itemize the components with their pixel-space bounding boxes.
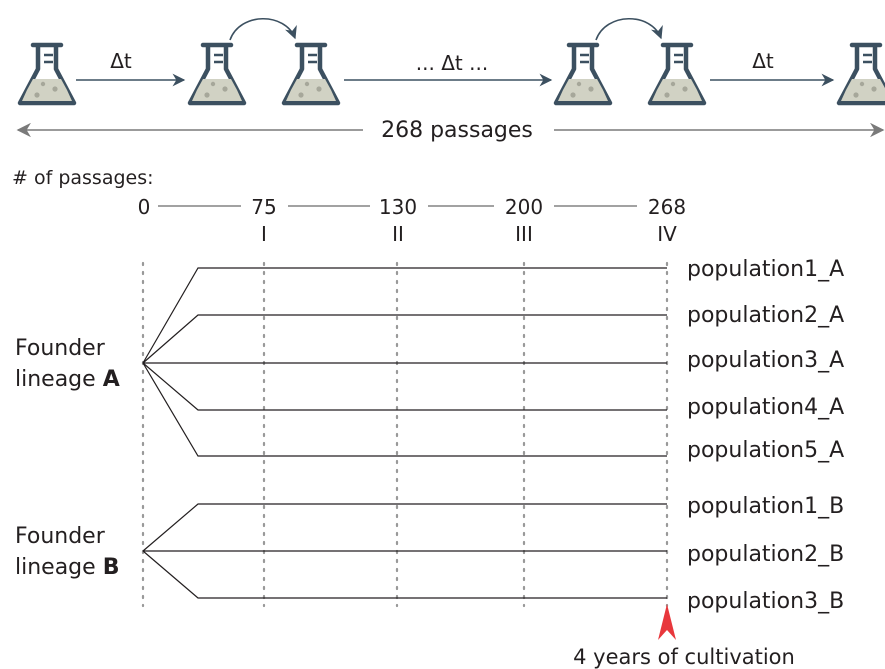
transfer-arrow	[595, 18, 663, 41]
population-labels-b: population1_B population2_B population3_…	[687, 494, 844, 614]
timepoint-roman: III	[515, 222, 533, 246]
flask-icon	[839, 45, 885, 103]
tick-value: 200	[505, 195, 543, 219]
delta-t-label: Δt	[752, 49, 774, 73]
flask-sequence: Δt ... Δt ... Δt 268 passages	[16, 18, 885, 143]
lineage-a-tree	[142, 267, 667, 457]
total-passages-label: 268 passages	[381, 118, 533, 143]
timepoint-roman: I	[261, 222, 267, 246]
flask-icon	[20, 45, 74, 103]
founder-a-label: Founder	[15, 336, 106, 361]
population-label: population2_B	[687, 542, 844, 567]
tick-value: 75	[251, 195, 276, 219]
transfer-arrow	[229, 18, 297, 41]
population-label: population2_A	[687, 303, 844, 328]
tick-value: 268	[648, 195, 686, 219]
timepoint-roman: IV	[657, 222, 677, 246]
population-labels-a: population1_A population2_A population3_…	[687, 257, 844, 463]
population-label: population5_A	[687, 438, 844, 463]
timepoint-roman: II	[392, 222, 404, 246]
population-label: population4_A	[687, 395, 844, 420]
lineage-b-tree	[142, 503, 667, 599]
flask-icon	[556, 45, 610, 103]
founder-a-lineage: lineage A	[15, 367, 120, 392]
timepoint-gridlines	[141, 261, 669, 608]
population-label: population3_A	[687, 348, 844, 373]
delta-t-middle-label: ... Δt ...	[416, 51, 488, 75]
delta-t-label: Δt	[110, 49, 132, 73]
cultivation-note: 4 years of cultivation	[573, 645, 795, 669]
end-marker-arrow	[658, 604, 676, 640]
population-label: population1_A	[687, 257, 844, 282]
flask-icon	[284, 45, 338, 103]
passages-heading: # of passages:	[12, 167, 154, 189]
founder-b-label: Founder	[15, 524, 106, 549]
population-label: population1_B	[687, 494, 844, 519]
tick-value: 130	[379, 195, 417, 219]
flask-icon	[650, 45, 704, 103]
founder-b-lineage: lineage B	[15, 555, 119, 580]
tick-value: 0	[138, 195, 151, 219]
passage-scale: # of passages: 0 75 130 200 268 I II III…	[12, 167, 686, 246]
population-label: population3_B	[687, 589, 844, 614]
flask-icon	[190, 45, 244, 103]
